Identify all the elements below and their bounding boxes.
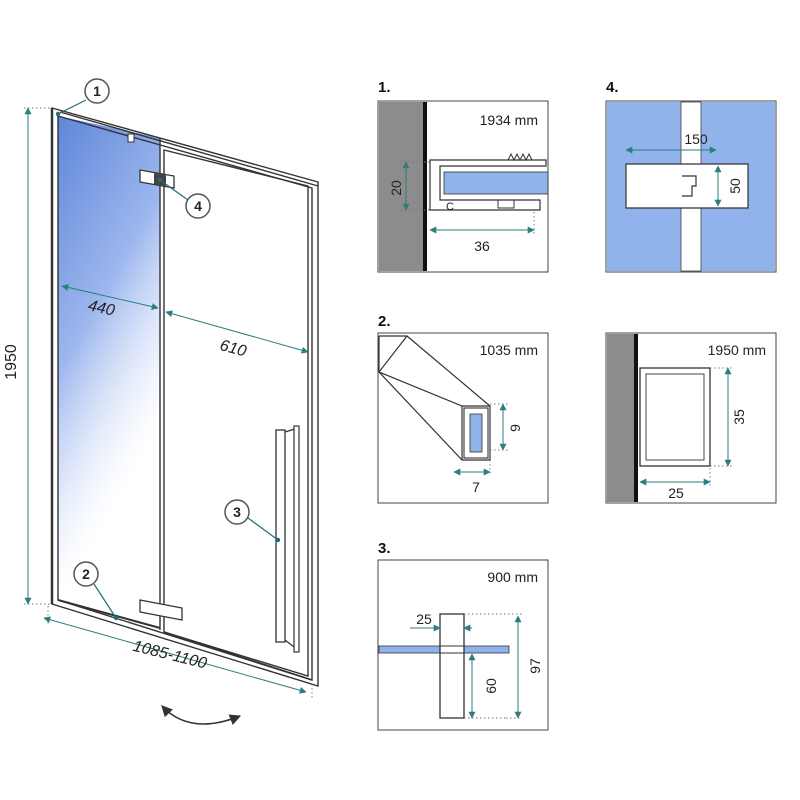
detail-2-length: 1035 mm: [480, 342, 538, 358]
detail-3-handle-bar: [439, 613, 465, 719]
detail-4-hinge: 4. 150 50: [605, 79, 777, 273]
detail-side-length: 1950 mm: [708, 342, 766, 358]
width-dimensions: 440 610: [61, 283, 309, 360]
svg-text:2: 2: [82, 566, 90, 582]
detail-side-profile: 1950 mm 35 25: [605, 332, 777, 504]
main-door-drawing: 1950 440 610 1085-1100 1: [3, 78, 319, 725]
detail-4-width: 150: [684, 131, 708, 147]
callout-1: 1: [55, 78, 110, 117]
svg-text:4: 4: [194, 198, 202, 214]
height-label: 1950: [3, 344, 20, 380]
detail-3-heading: 3.: [378, 540, 391, 557]
detail-2-bottom-profile: 2. 1035 mm 9 7: [377, 313, 549, 504]
callout-2: 2: [73, 561, 119, 621]
detail-side-profile-channel: [639, 367, 711, 467]
svg-text:C: C: [446, 201, 454, 213]
right-width-label: 610: [218, 337, 248, 360]
detail-3-handle: 3. 900 mm 25 60 97: [377, 540, 549, 731]
detail-1-heading: 1.: [378, 79, 391, 96]
svg-text:3: 3: [233, 504, 241, 520]
detail-2-width: 7: [472, 479, 480, 495]
fixed-glass-panel: [58, 116, 160, 628]
detail-1-glass: [443, 171, 549, 195]
swing-arrow: [161, 705, 242, 725]
detail-3-total: 97: [527, 658, 543, 674]
detail-side-width: 25: [668, 485, 684, 501]
detail-1-height: 20: [388, 180, 404, 196]
callout-3: 3: [224, 499, 281, 543]
detail-2-height: 9: [507, 424, 523, 432]
callout-4: 4: [157, 177, 211, 219]
detail-3-lower: 60: [483, 678, 499, 694]
detail-1-length: 1934 mm: [480, 112, 538, 128]
detail-side-height: 35: [731, 409, 747, 425]
detail-1-width: 36: [474, 238, 490, 254]
detail-2-heading: 2.: [378, 313, 391, 330]
detail-4-height: 50: [727, 178, 743, 194]
detail-3-width: 25: [416, 611, 432, 627]
height-dimension: 1950: [3, 107, 50, 605]
detail-3-length: 900 mm: [487, 569, 538, 585]
detail-1-wall-profile: 1. C 1934 mm 20 36: [377, 79, 549, 273]
detail-4-heading: 4.: [606, 79, 619, 96]
svg-text:1: 1: [93, 83, 101, 99]
left-width-label: 440: [87, 297, 117, 319]
